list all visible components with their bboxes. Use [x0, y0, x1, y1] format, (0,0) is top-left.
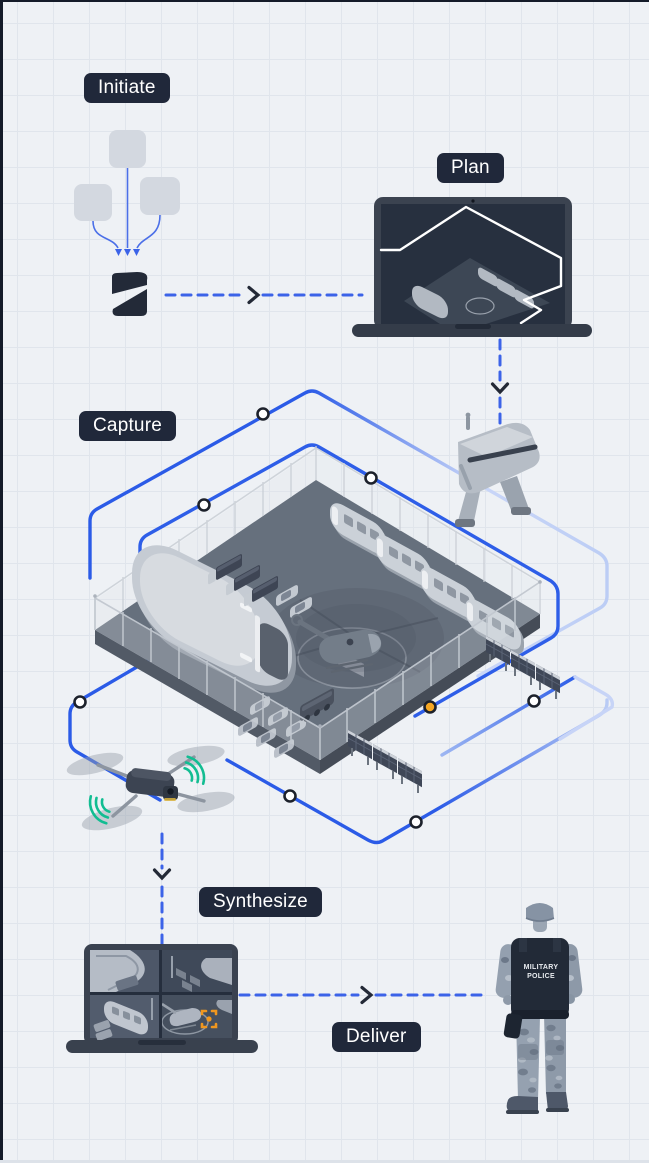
waypoint — [73, 695, 87, 709]
signal-waves-icon — [88, 755, 206, 825]
plan-laptop — [352, 197, 592, 337]
waypoint — [409, 815, 423, 829]
frame-edge-top — [0, 0, 649, 2]
waypoint — [364, 471, 378, 485]
flight-path-inner-right-light — [558, 675, 615, 741]
step-badge-deliver: Deliver — [332, 1022, 421, 1052]
frame-edge-left — [0, 0, 3, 1163]
flow-arrows — [152, 285, 510, 1005]
military-base-illustration — [93, 446, 542, 774]
helipad-ring — [297, 627, 407, 689]
video-feed-quadrants — [90, 950, 232, 1041]
vest-text-line2: POLICE — [527, 973, 555, 980]
drone — [66, 745, 235, 831]
soldier-vest: MILITARY POLICE — [503, 938, 569, 1039]
waypoint — [283, 789, 297, 803]
initiate-sources — [74, 130, 180, 256]
waypoint — [256, 407, 270, 421]
frame-edge-bottom — [0, 1160, 649, 1163]
waypoint-active — [423, 700, 437, 714]
helicopter — [291, 614, 382, 674]
synthesize-laptop — [66, 944, 258, 1053]
flight-path-bottom — [225, 698, 609, 845]
chevron-down-icon — [152, 868, 172, 881]
waypoint — [197, 498, 211, 512]
plan-screen-map — [379, 205, 563, 325]
step-badge-synthesize: Synthesize — [199, 887, 322, 917]
step-badge-initiate: Initiate — [84, 73, 170, 103]
plan-route-line — [379, 205, 563, 325]
flight-path-inner-right — [440, 675, 577, 757]
chevron-down-icon — [490, 382, 510, 395]
drone-controller — [455, 412, 540, 527]
step-badge-plan: Plan — [437, 153, 504, 183]
step-badge-capture: Capture — [79, 411, 176, 441]
chevron-right-icon — [247, 285, 261, 305]
vest-text-line1: MILITARY — [524, 964, 559, 971]
fence-front — [93, 580, 542, 760]
soldier: MILITARY POLICE — [495, 903, 583, 1114]
waypoints — [73, 407, 541, 829]
brand-logo-icon — [112, 272, 148, 316]
target-reticle-icon — [200, 1009, 218, 1029]
waypoint — [527, 694, 541, 708]
flight-path-inner-top — [138, 443, 560, 718]
chevron-right-icon — [360, 985, 374, 1005]
solar-panel-group — [347, 729, 423, 794]
hangar — [132, 545, 296, 693]
